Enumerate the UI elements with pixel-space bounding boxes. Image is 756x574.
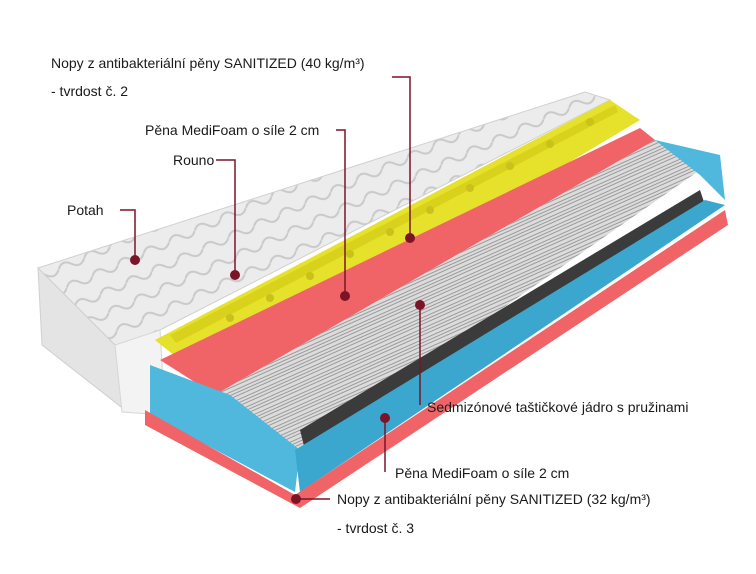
blue-foam-bottom — [295, 200, 725, 492]
blue-foam-right — [655, 140, 725, 200]
label-medifoam-top: Pěna MediFoam o síle 2 cm — [145, 122, 320, 138]
label-rouno: Rouno — [173, 152, 215, 168]
pink-foam-top — [160, 128, 655, 395]
label-potah: Potah — [67, 202, 104, 218]
felt — [300, 190, 705, 450]
label-top-foam-line2: - tvrdost č. 2 — [51, 83, 129, 99]
leader-lines — [120, 76, 421, 500]
blue-foam-left — [150, 365, 300, 492]
label-top-foam-line1: Nopy z antibakteriální pěny SANITIZED (4… — [51, 55, 365, 71]
leader-dots — [130, 233, 425, 504]
label-medifoam-bottom: Pěna MediFoam o síle 2 cm — [395, 465, 570, 481]
spring-core — [215, 140, 700, 450]
label-bottom-foam-line2: - tvrdost č. 3 — [337, 520, 415, 536]
label-bottom-foam-line1: Nopy z antibakteriální pěny SANITIZED (3… — [337, 491, 651, 507]
label-core: Sedmizónové taštičkové jádro s pružinami — [427, 399, 689, 415]
